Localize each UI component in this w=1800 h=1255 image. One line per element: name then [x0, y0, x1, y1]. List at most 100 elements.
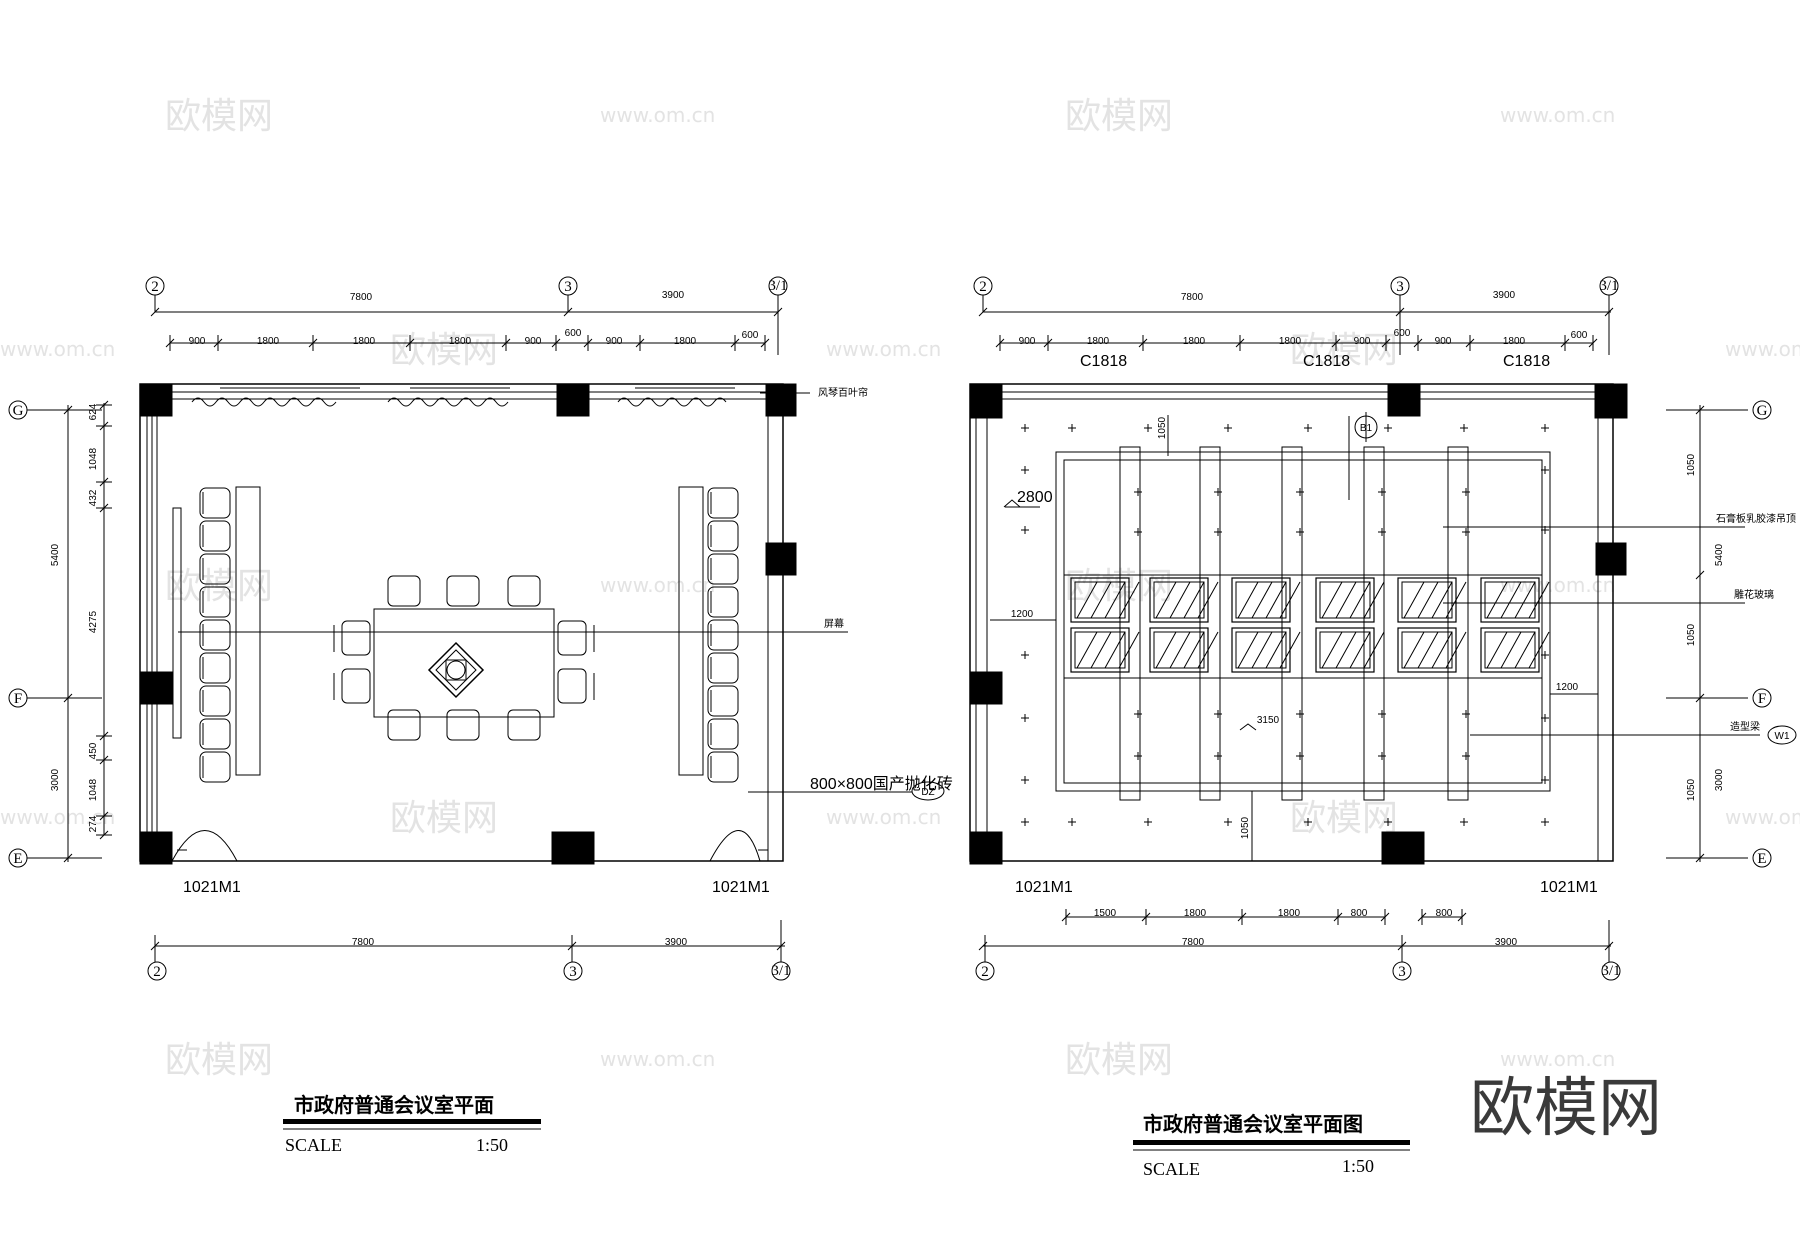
callout-beam: 造型梁: [1730, 720, 1760, 733]
drawing-title: 市政府普通会议室平面图: [1143, 1112, 1363, 1136]
ceiling-light-icon: [1021, 526, 1029, 534]
glass-hatch: [1197, 581, 1219, 619]
ceiling-beam: [1447, 446, 1469, 801]
right-top-detail-dims: 900 1800 1800 1800 900 600 900 1800 600: [995, 328, 1598, 351]
ceiling-light-icon: [1462, 752, 1470, 760]
left-title-block: 市政府普通会议室平面 SCALE 1:50: [283, 1093, 541, 1155]
chair: [446, 709, 480, 741]
ceiling-light-icon: [1541, 424, 1549, 432]
ceiling-light-icon: [1462, 710, 1470, 718]
axis-label: E: [1757, 851, 1766, 867]
bench-left: [235, 486, 261, 776]
chair-seat: [199, 652, 231, 684]
chair-seat: [199, 619, 231, 651]
glass-hatch: [1090, 581, 1112, 619]
glass-hatch: [1363, 581, 1385, 619]
glass-hatch: [1417, 581, 1439, 619]
dim-label: 600: [742, 330, 759, 341]
ceiling-light-icon: [1304, 818, 1312, 826]
ceiling-beam: [1363, 446, 1385, 801]
chair: [199, 553, 231, 585]
chair-seat: [199, 751, 231, 783]
ceiling-light-icon: [1460, 424, 1468, 432]
glass-panel-inner: [1401, 631, 1453, 669]
glass-hatch: [1090, 631, 1112, 669]
glass-panel: [1397, 627, 1467, 673]
callout-glass: 雕花玻璃: [1734, 588, 1774, 601]
column: [969, 671, 1003, 705]
chair-seat: [707, 718, 739, 750]
glass-hatch: [1279, 631, 1301, 669]
glass-hatch: [1265, 581, 1287, 619]
watermarks: 欧模网 www.om.cn 欧模网 www.om.cn www.om.cn 欧模…: [0, 96, 1800, 1081]
watermark-brand: 欧模网: [165, 1040, 273, 1081]
glass-panel-inner: [1074, 581, 1126, 619]
glass-panel-inner: [1319, 631, 1371, 669]
watermark-brand: 欧模网: [1065, 96, 1173, 137]
dim-label: 3000: [50, 768, 61, 791]
chair-seat: [557, 620, 587, 656]
ceiling-light-icon: [1384, 818, 1392, 826]
dim-label: 3900: [665, 937, 688, 948]
ceiling-light-icon: [1378, 710, 1386, 718]
dim-label: 3900: [1495, 937, 1518, 948]
chair-seat: [507, 575, 541, 607]
column: [969, 383, 1003, 419]
chair-seat: [199, 586, 231, 618]
dim-label: 600: [565, 328, 582, 339]
ceiling-light-icon: [1304, 424, 1312, 432]
dim-label: 1050: [1686, 453, 1697, 476]
door-label-left: 1021M1: [183, 879, 241, 896]
chair: [707, 553, 739, 585]
dim-label: 432: [88, 489, 99, 506]
left-floor-plan: 2 3 3/1 7800 3900 900 1800 1800 1800: [8, 276, 953, 1155]
chair-seat: [199, 685, 231, 717]
ceiling-light-icon: [1214, 752, 1222, 760]
chair: [387, 709, 421, 741]
glass-hatch: [1500, 581, 1522, 619]
glass-panel-inner: [1319, 581, 1371, 619]
glass-hatch: [1169, 581, 1191, 619]
chair-seat: [707, 586, 739, 618]
watermark-url: www.om.cn: [1725, 337, 1800, 361]
ceiling-light-icon: [1144, 424, 1152, 432]
chair: [707, 685, 739, 717]
glass-panel: [1149, 577, 1219, 623]
axis-label: 3: [1398, 964, 1406, 980]
right-callouts: 石膏板乳胶漆吊顶 雕花玻璃 造型梁 W1: [1443, 512, 1797, 745]
dim-label: 1050: [1686, 778, 1697, 801]
glass-panel: [1480, 627, 1550, 673]
watermark-url: www.om.cn: [826, 805, 941, 829]
axis-label: 3: [1396, 279, 1404, 295]
chair: [446, 575, 480, 607]
glass-hatch: [1155, 631, 1177, 669]
chair: [199, 520, 231, 552]
axis-label: 2: [153, 964, 161, 980]
ceiling-beam: [1119, 446, 1141, 801]
ceiling-light-icon: [1068, 818, 1076, 826]
glass-hatch: [1417, 631, 1439, 669]
ceiling-light-icon: [1460, 818, 1468, 826]
left-side-dims: G F E 5400 3000 624 1048 432 4275 450 10…: [8, 400, 112, 868]
ceiling-outer: [1055, 451, 1551, 792]
glass-hatch: [1251, 581, 1273, 619]
glass-hatch: [1183, 631, 1205, 669]
glass-hatch: [1528, 631, 1550, 669]
ceiling-light-icon: [1378, 488, 1386, 496]
axis-label: 3/1: [771, 963, 790, 979]
chair: [707, 520, 739, 552]
dim-label: 900: [606, 336, 623, 347]
dim-label: 7800: [352, 937, 375, 948]
ceiling-light-icon: [1378, 528, 1386, 536]
meeting-table: [333, 575, 595, 741]
left-top-detail-dims: 900 1800 1800 1800 900 600 900 1800 600: [165, 328, 770, 351]
glass-panel: [1397, 577, 1467, 623]
right-bottom-detail-dims: 1500 1800 1800 800 800: [1061, 908, 1467, 925]
ceiling-light-icon: [1296, 488, 1304, 496]
left-top-total-dims: 7800 3900: [150, 290, 783, 317]
chair: [199, 718, 231, 750]
dim-label: 7800: [350, 292, 373, 303]
axis-label: E: [13, 851, 22, 867]
glass-panel-inner: [1235, 631, 1287, 669]
axis-label: G: [1757, 403, 1768, 419]
